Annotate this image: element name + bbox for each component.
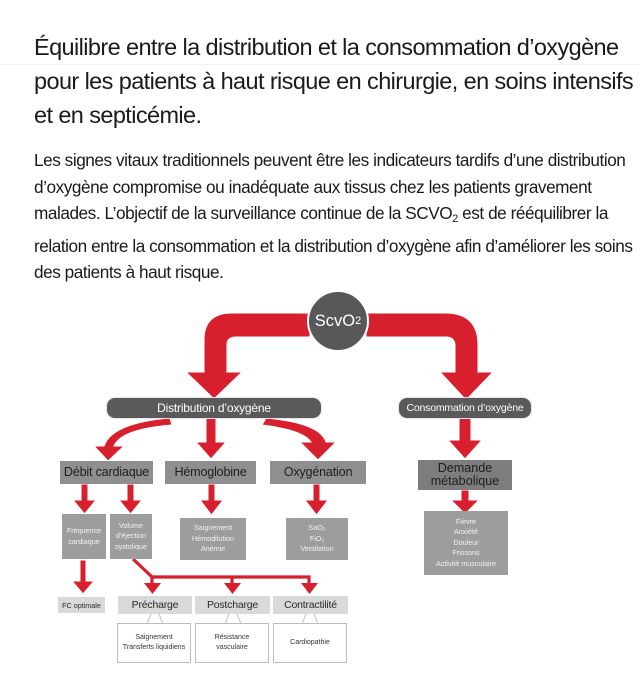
contractilite-detail: Cardiopathie [290,638,330,646]
arrow-to-demande [446,417,484,460]
precharge-node: Précharge [118,596,192,614]
hemo-factor: Hémodilution [192,533,234,543]
scvo2-subscript: 2 [355,315,362,327]
postcharge-label: Postcharge [206,599,259,611]
arrow-to-debit [92,417,173,462]
arrow-to-demand-factors [449,489,481,515]
divider [0,64,640,65]
debit-node: Débit cardiaque [60,461,153,484]
arrow-to-volume [117,483,144,515]
arrow-to-oxygenation [261,417,338,461]
demand-factor: Frissons [452,548,480,558]
intro-text-after: est de rééquilibrer la relation entre la… [34,203,633,282]
volume-line2: d’éjection [115,531,147,541]
fc-optimale-node: FC optimale [58,597,105,613]
contractilite-callout: Cardiopathie [273,623,347,663]
arrowhead-contractilite [301,583,318,594]
demand-factor: Activité musculaire [436,558,496,568]
volume-node: Volume d’éjection systolique [110,514,152,559]
intro-text-before: Les signes vitaux traditionnels peuvent … [34,150,626,223]
contractilite-label: Contractilité [284,599,337,611]
distribution-label: Distribution d’oxygène [157,401,271,415]
arrow-to-fc-optimale [70,559,96,595]
hemo-factor: Saignement [193,523,233,533]
oxy-factor: SaO₂ [308,523,326,533]
hemoglobine-label: Hémoglobine [174,465,247,479]
oxy-factor: FiO₂ [309,533,325,543]
demande-node: Demande métabolique [418,460,512,490]
postcharge-detail: Résistance [214,633,250,641]
postcharge-callout: Résistance vasculaire [195,623,269,663]
consumption-label: Consommation d’oxygène [406,402,524,414]
demand-factor: Fièvre [456,516,476,526]
demande-line2: métabolique [430,474,500,488]
debit-label: Débit cardiaque [63,465,150,479]
page-title: Équilibre entre la distribution et la co… [34,34,634,128]
volume-line1: Volume [119,520,143,530]
demand-factors-node: Fièvre Anxiété Douleur Frissons Activité… [424,511,508,575]
precharge-label: Précharge [131,599,179,611]
scvo2-label: ScvO [314,311,356,330]
precharge-detail: Saignement [135,633,173,641]
intro-subscript: 2 [452,213,458,225]
oxy-factors-node: SaO₂ FiO₂ Ventilation [286,518,348,560]
hemoglobine-node: Hémoglobine [165,461,256,484]
oxygenation-label: Oxygénation [283,465,353,479]
hemo-factor: Anémie [200,544,226,554]
connector-volume [131,557,154,584]
consumption-node: Consommation d’oxygène [398,397,532,419]
postcharge-node: Postcharge [195,596,270,614]
precharge-detail: Transferts liquidiens [122,644,186,651]
arrow-to-hemoglobine [194,417,228,460]
oxy-factor: Ventilation [300,544,334,554]
arrowhead-precharge [144,583,161,594]
fc-optimale-label: FC optimale [62,600,101,610]
demande-line1: Demande [437,461,493,475]
oxygenation-node: Oxygénation [270,461,366,484]
arrow-to-hemo-factors [198,483,225,516]
demand-factor: Douleur [453,537,479,547]
contractilite-node: Contractilité [273,596,348,614]
arrow-to-oxy-factors [303,483,330,516]
arrow-to-consumption [365,312,495,401]
distribution-node: Distribution d’oxygène [106,397,322,419]
precharge-callout: Saignement Transferts liquidiens [117,623,191,663]
frequence-line1: Fréquence [66,526,102,535]
arrow-to-distribution [184,312,311,400]
frequence-node: Fréquence cardiaque [62,514,106,559]
frequence-line2: cardiaque [68,536,100,546]
hemo-factors-node: Saignement Hémodilution Anémie [180,518,246,560]
arrow-to-frequence [71,483,98,515]
connector-horizontal [152,575,311,584]
postcharge-detail: vasculaire [216,644,248,651]
intro-paragraph: Les signes vitaux traditionnels peuvent … [34,147,634,286]
volume-line3: systolique [115,541,147,551]
arrowhead-postcharge [224,583,241,594]
demand-factor: Anxiété [454,527,478,537]
